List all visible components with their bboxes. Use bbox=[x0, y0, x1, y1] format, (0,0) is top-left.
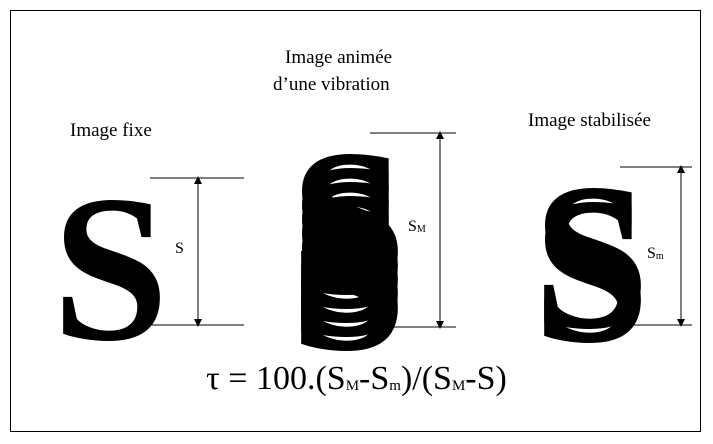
stabilized-letter-s-copy: S bbox=[533, 155, 650, 387]
stabilized-dimension-symbol: S bbox=[647, 245, 656, 262]
fixed-dimension-label: S bbox=[175, 240, 184, 258]
animated-letter-s-copy: S bbox=[290, 135, 407, 367]
formula-suffix: -S) bbox=[465, 360, 507, 397]
stabilized-letter-s-copy: S bbox=[533, 141, 650, 373]
caption-stabilized-image: Image stabilisée bbox=[528, 110, 651, 131]
animated-dimension-symbol: S bbox=[408, 218, 417, 235]
caption-animated-image-line1: Image animée bbox=[285, 47, 393, 68]
fixed-dimension-symbol: S bbox=[175, 240, 184, 257]
caption-fixed-image: Image fixe bbox=[70, 120, 152, 141]
formula-subscript-1: M bbox=[345, 378, 360, 394]
formula-prefix: τ = 100.(S bbox=[206, 360, 346, 397]
animated-letter-s-copy: S bbox=[290, 163, 407, 395]
figure-frame bbox=[10, 10, 701, 432]
formula-subscript-3: M bbox=[451, 378, 466, 394]
formula-subscript-2: m bbox=[389, 378, 401, 394]
animated-letter-s-copy: S bbox=[290, 121, 407, 353]
animated-dimension-label: SM bbox=[408, 218, 426, 236]
caption-animated-image-line2: d’une vibration bbox=[273, 74, 390, 95]
formula-part-2: )/(S bbox=[400, 360, 452, 397]
animated-dimension-subscript: M bbox=[416, 224, 426, 235]
fixed-letter-s: S bbox=[52, 153, 169, 385]
stabilization-formula: τ = 100.(SM-Sm)/(SM-S) bbox=[0, 360, 713, 398]
stabilized-dimension-line bbox=[620, 165, 692, 327]
fixed-dimension-line bbox=[150, 176, 244, 327]
stabilized-dimension-subscript: m bbox=[655, 251, 664, 262]
animated-letter-s-copy: S bbox=[290, 149, 407, 381]
formula-part-1: -S bbox=[359, 360, 390, 397]
animated-letter-s-copy: S bbox=[290, 107, 407, 339]
stabilized-dimension-label: Sm bbox=[647, 245, 664, 263]
animated-dimension-line bbox=[370, 131, 456, 329]
